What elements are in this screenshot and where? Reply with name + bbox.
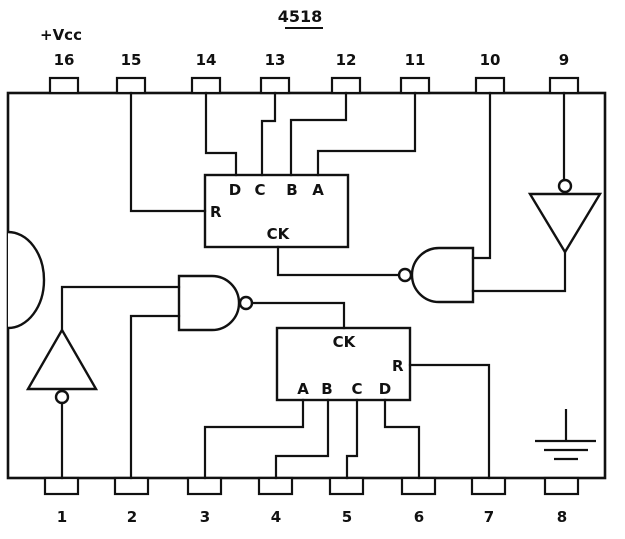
top-pin-numbers: 16 15 14 13 12 11 10 9 [54, 51, 570, 69]
counter-upper-input-a: A [312, 181, 324, 199]
vcc-label: +Vcc [40, 26, 82, 44]
pin-number-4: 4 [271, 508, 281, 526]
pin-number-12: 12 [336, 51, 357, 69]
pin-number-8: 8 [557, 508, 567, 526]
top-pins [48, 76, 580, 95]
counter-lower-output-b: B [321, 380, 332, 398]
nand-gate-right [410, 246, 475, 304]
ground-symbol [535, 409, 596, 461]
pin-11 [399, 76, 431, 95]
pin-5 [328, 476, 365, 496]
pin-number-13: 13 [265, 51, 286, 69]
counter-upper-clock: CK [267, 225, 291, 243]
ic-body [6, 91, 607, 480]
counter-lower-reset: R [392, 357, 404, 375]
counter-lower-block [275, 326, 412, 402]
pin-7 [470, 476, 507, 496]
pin-number-7: 7 [484, 508, 494, 526]
chip-title: 4518 [278, 7, 323, 26]
pin-4 [257, 476, 294, 496]
pin-number-10: 10 [480, 51, 501, 69]
counter-upper-block [203, 173, 350, 249]
nand-gate-right-bubble [397, 267, 413, 283]
bottom-pin-numbers: 1 2 3 4 5 6 7 8 [57, 508, 567, 526]
inverter-right [527, 192, 603, 255]
pin-6 [400, 476, 437, 496]
pin-15 [115, 76, 147, 95]
counter-lower-output-a: A [297, 380, 309, 398]
pin-12 [330, 76, 362, 95]
bottom-pins [43, 476, 580, 496]
pin-8 [543, 476, 580, 496]
counter-upper-input-c: C [254, 181, 265, 199]
counter-lower-output-d: D [379, 380, 391, 398]
counter-upper-reset: R [210, 203, 222, 221]
pin1-notch [7, 230, 46, 330]
pin-1 [43, 476, 80, 496]
pin-3 [186, 476, 223, 496]
counter-upper-input-b: B [286, 181, 297, 199]
pin-16 [48, 76, 80, 95]
pin-9 [548, 76, 580, 95]
inverter-left [25, 327, 99, 391]
pin-13 [259, 76, 291, 95]
wiring [60, 91, 567, 480]
inverter-right-bubble [557, 178, 573, 194]
pin-number-6: 6 [414, 508, 424, 526]
pin-number-15: 15 [121, 51, 142, 69]
nand-gate-left-bubble [238, 295, 254, 311]
nand-gate-left [177, 274, 241, 332]
inverter-left-bubble [54, 389, 70, 405]
pin-number-11: 11 [405, 51, 426, 69]
pin-number-14: 14 [196, 51, 217, 69]
pin-number-2: 2 [127, 508, 137, 526]
counter-upper-input-d: D [229, 181, 241, 199]
pin-number-16: 16 [54, 51, 75, 69]
pin-number-1: 1 [57, 508, 67, 526]
pin-2 [113, 476, 150, 496]
pin-number-9: 9 [559, 51, 569, 69]
pin-10 [474, 76, 506, 95]
pin-number-5: 5 [342, 508, 352, 526]
pin-number-3: 3 [200, 508, 210, 526]
pin-14 [190, 76, 222, 95]
counter-lower-output-c: C [351, 380, 362, 398]
counter-lower-clock: CK [333, 333, 357, 351]
